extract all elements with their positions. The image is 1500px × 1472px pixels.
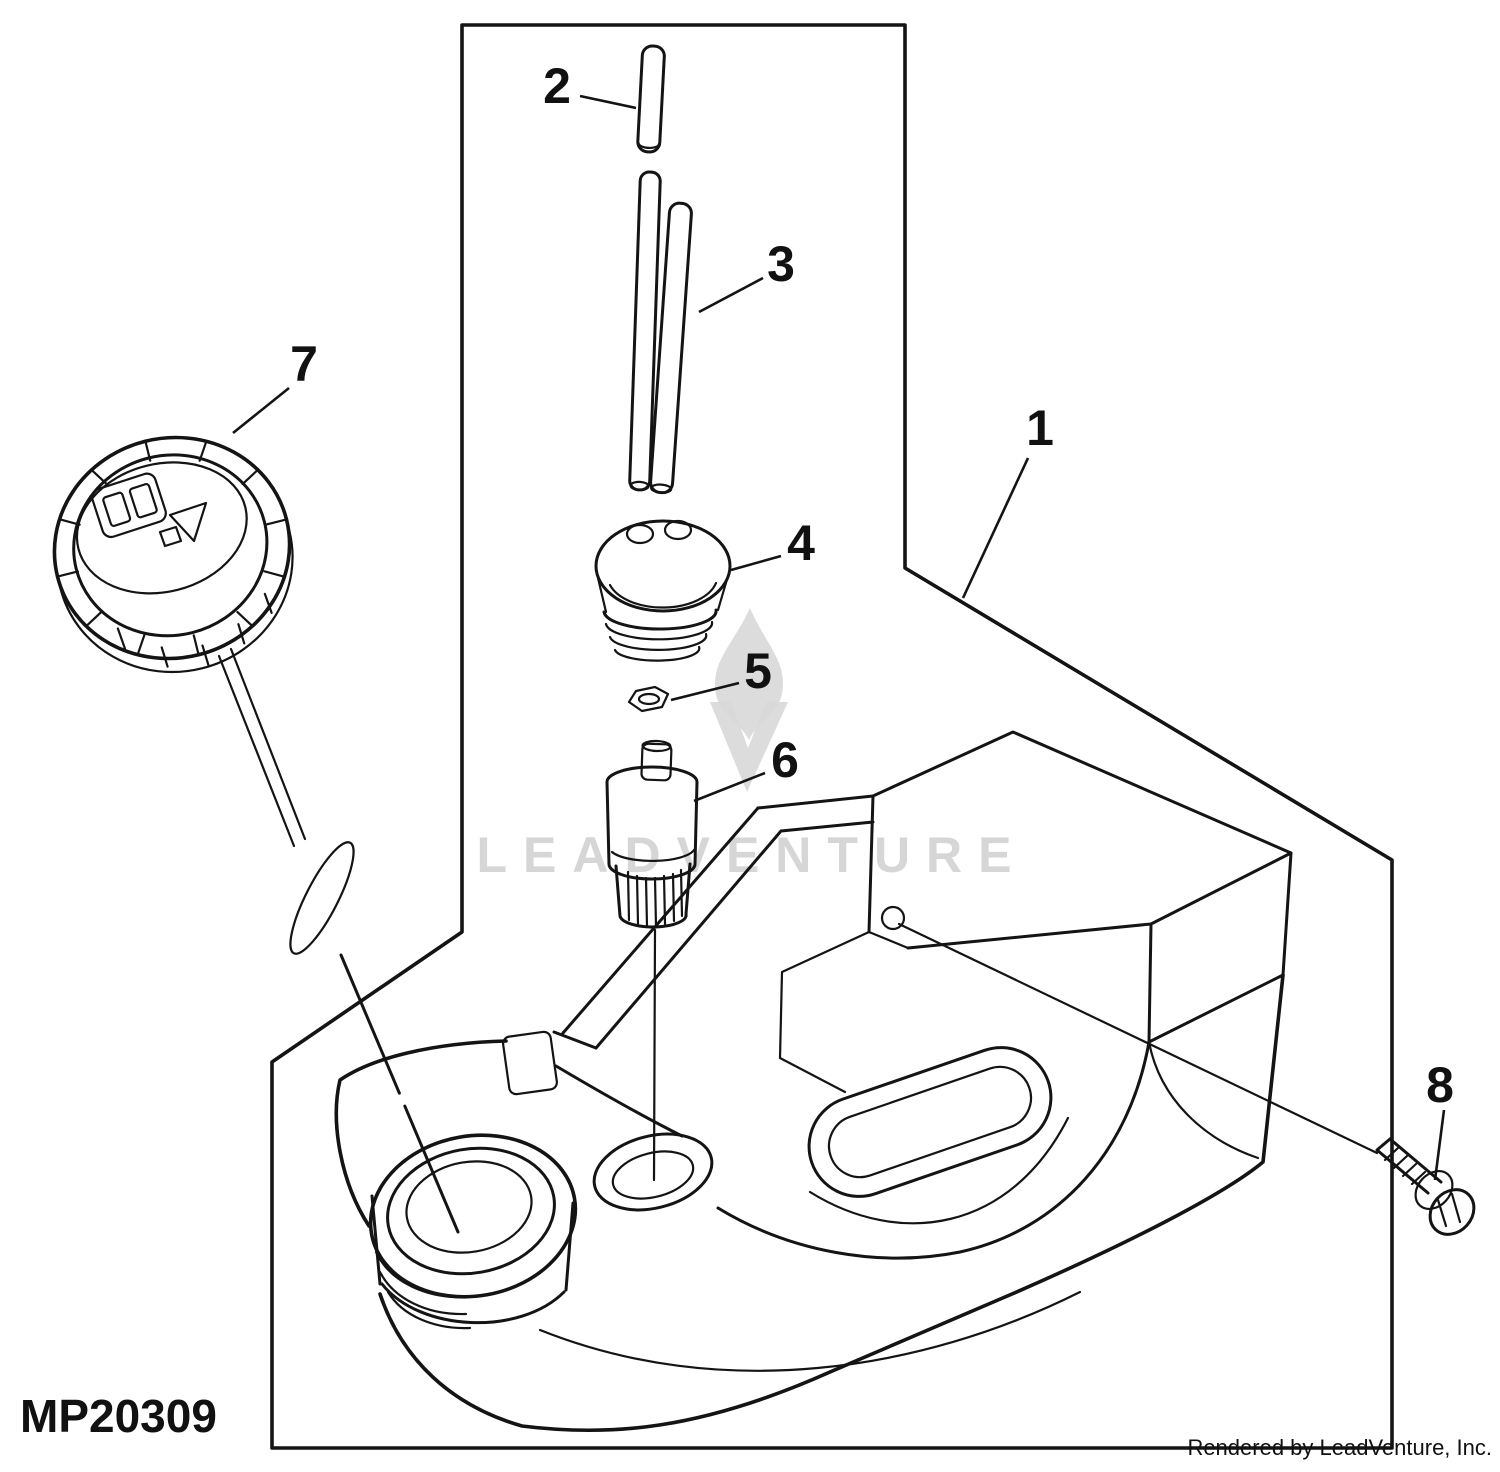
callout-5: 5 — [670, 643, 772, 702]
callout-3-label: 3 — [767, 236, 795, 292]
tank-tab — [502, 1030, 558, 1096]
callout-8: 8 — [1426, 1057, 1454, 1181]
cap-tether — [217, 647, 460, 1234]
filler-neck — [368, 1133, 578, 1330]
handle-slot — [807, 1046, 1070, 1225]
callout-3: 3 — [698, 236, 795, 314]
vent-tube-drawing — [636, 44, 666, 154]
fuel-line-drawing — [628, 170, 693, 495]
grommet-drawing — [594, 519, 732, 662]
callout-1-label: 1 — [1026, 400, 1054, 456]
callout-7-leader — [232, 386, 290, 435]
diagram-border — [270, 23, 1394, 1450]
callout-7: 7 — [232, 336, 318, 435]
fuel-cap-drawing — [52, 435, 460, 1234]
cap-ribs — [56, 440, 294, 674]
callout-6-leader — [693, 771, 766, 803]
fuel-tank-drawing — [334, 730, 1379, 1433]
cap-icon-plate — [91, 472, 167, 539]
callout-4-leader — [730, 554, 782, 572]
callout-4: 4 — [730, 515, 815, 572]
screw-hole — [880, 905, 906, 931]
cap-arrow-mark — [168, 501, 208, 543]
callout-5-leader — [670, 681, 740, 702]
callout-8-leader — [1433, 1109, 1446, 1181]
callout-2-leader — [579, 94, 637, 110]
callout-5-label: 5 — [744, 643, 772, 699]
callout-8-label: 8 — [1426, 1057, 1454, 1113]
fuel-filter-drawing — [605, 739, 699, 1182]
screw-association-line — [897, 922, 1379, 1155]
drawing-number: MP20309 — [20, 1390, 217, 1442]
render-credit: Rendered by LeadVenture, Inc. — [1187, 1435, 1492, 1460]
watermark-v-icon — [710, 702, 788, 792]
callouts: 1 2 3 4 5 6 7 8 — [232, 58, 1454, 1181]
callout-1: 1 — [961, 400, 1054, 599]
watermark-text: LEADVENTURE — [476, 827, 1027, 883]
clip-drawing — [627, 685, 670, 713]
callout-3-leader — [698, 276, 764, 314]
callout-7-label: 7 — [290, 336, 318, 392]
filter-suction-line — [652, 928, 657, 1182]
fuel-line-opening — [592, 1132, 714, 1212]
callout-2-label: 2 — [543, 58, 571, 114]
screw-drawing — [1375, 1137, 1476, 1236]
callout-2: 2 — [543, 58, 637, 114]
callout-4-label: 4 — [787, 515, 815, 571]
callout-6: 6 — [693, 732, 799, 803]
callout-6-label: 6 — [771, 732, 799, 788]
callout-1-leader — [961, 457, 1030, 599]
